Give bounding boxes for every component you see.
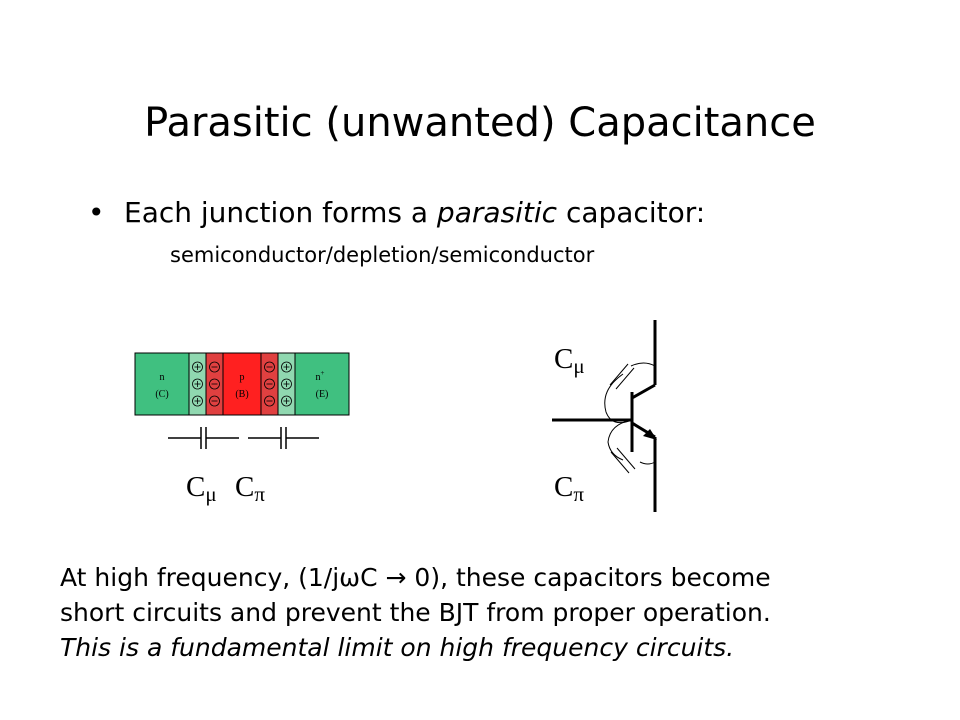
- label-c-pi-junction-base: C: [235, 471, 254, 503]
- label-c-pi-bjt-base: C: [554, 471, 573, 503]
- label-c-mu-bjt-sub: μ: [573, 354, 584, 378]
- label-c-mu-bjt-base: C: [554, 343, 573, 375]
- region-sub-collector: (C): [155, 389, 168, 400]
- bullet-item: • Each junction forms a parasitic capacit…: [88, 196, 705, 229]
- conclusion-line-1: At high frequency, (1/jωC → 0), these ca…: [60, 563, 771, 592]
- subtitle-text: semiconductor/depletion/semiconductor: [170, 243, 595, 267]
- bullet-text-emphasis: parasitic: [436, 196, 558, 229]
- c-pi-wire-lower: [607, 419, 633, 461]
- region-label-nplus-sup: +: [321, 369, 325, 377]
- label-c-mu-junction-base: C: [186, 471, 205, 503]
- c-pi-wire-upper: [639, 461, 656, 465]
- junction-structure: n (C) p (B) n+ (E): [134, 352, 350, 416]
- junction-capacitors: [168, 427, 319, 449]
- emitter-arrow-icon: [643, 429, 657, 440]
- n-region-collector: [134, 352, 190, 416]
- conclusion-text: At high frequency, (1/jωC → 0), these ca…: [60, 560, 771, 665]
- label-c-pi-junction: Cπ: [235, 471, 265, 506]
- c-pi-plate-b: [616, 447, 636, 470]
- label-c-pi-junction-sub: π: [254, 482, 265, 506]
- label-c-mu-junction-sub: μ: [205, 482, 216, 506]
- region-label-n: n: [160, 372, 165, 383]
- c-mu-wire-lower: [604, 373, 633, 424]
- region-sub-emitter: (E): [316, 389, 329, 400]
- conclusion-line-3: This is a fundamental limit on high freq…: [60, 633, 735, 662]
- label-c-mu-junction: Cμ: [186, 471, 217, 506]
- collector-diagonal: [631, 383, 656, 400]
- label-c-pi-bjt: Cπ: [554, 471, 584, 506]
- bullet-dot: •: [88, 196, 105, 229]
- region-label-nplus-base: n: [316, 372, 321, 383]
- bullet-text-post: capacitor:: [557, 196, 706, 229]
- c-pi-plate-a: [610, 451, 630, 474]
- page-title: Parasitic (unwanted) Capacitance: [144, 100, 816, 146]
- label-c-pi-bjt-sub: π: [573, 482, 584, 506]
- c-mu-wire-upper: [630, 362, 656, 367]
- p-region-base: [222, 352, 262, 416]
- conclusion-line-2: short circuits and prevent the BJT from …: [60, 598, 771, 627]
- bjt-parasitic-caps: [604, 362, 656, 474]
- ion-charges: [192, 361, 292, 407]
- region-label-nplus: n+: [316, 369, 325, 383]
- region-sub-base: (B): [235, 389, 248, 400]
- c-mu-plate-a: [609, 363, 629, 386]
- label-c-mu-bjt: Cμ: [554, 343, 585, 378]
- region-label-p: p: [240, 372, 245, 383]
- bullet-text-pre: Each junction forms a: [124, 196, 437, 229]
- c-mu-plate-b: [615, 367, 635, 390]
- n-region-emitter: [294, 352, 350, 416]
